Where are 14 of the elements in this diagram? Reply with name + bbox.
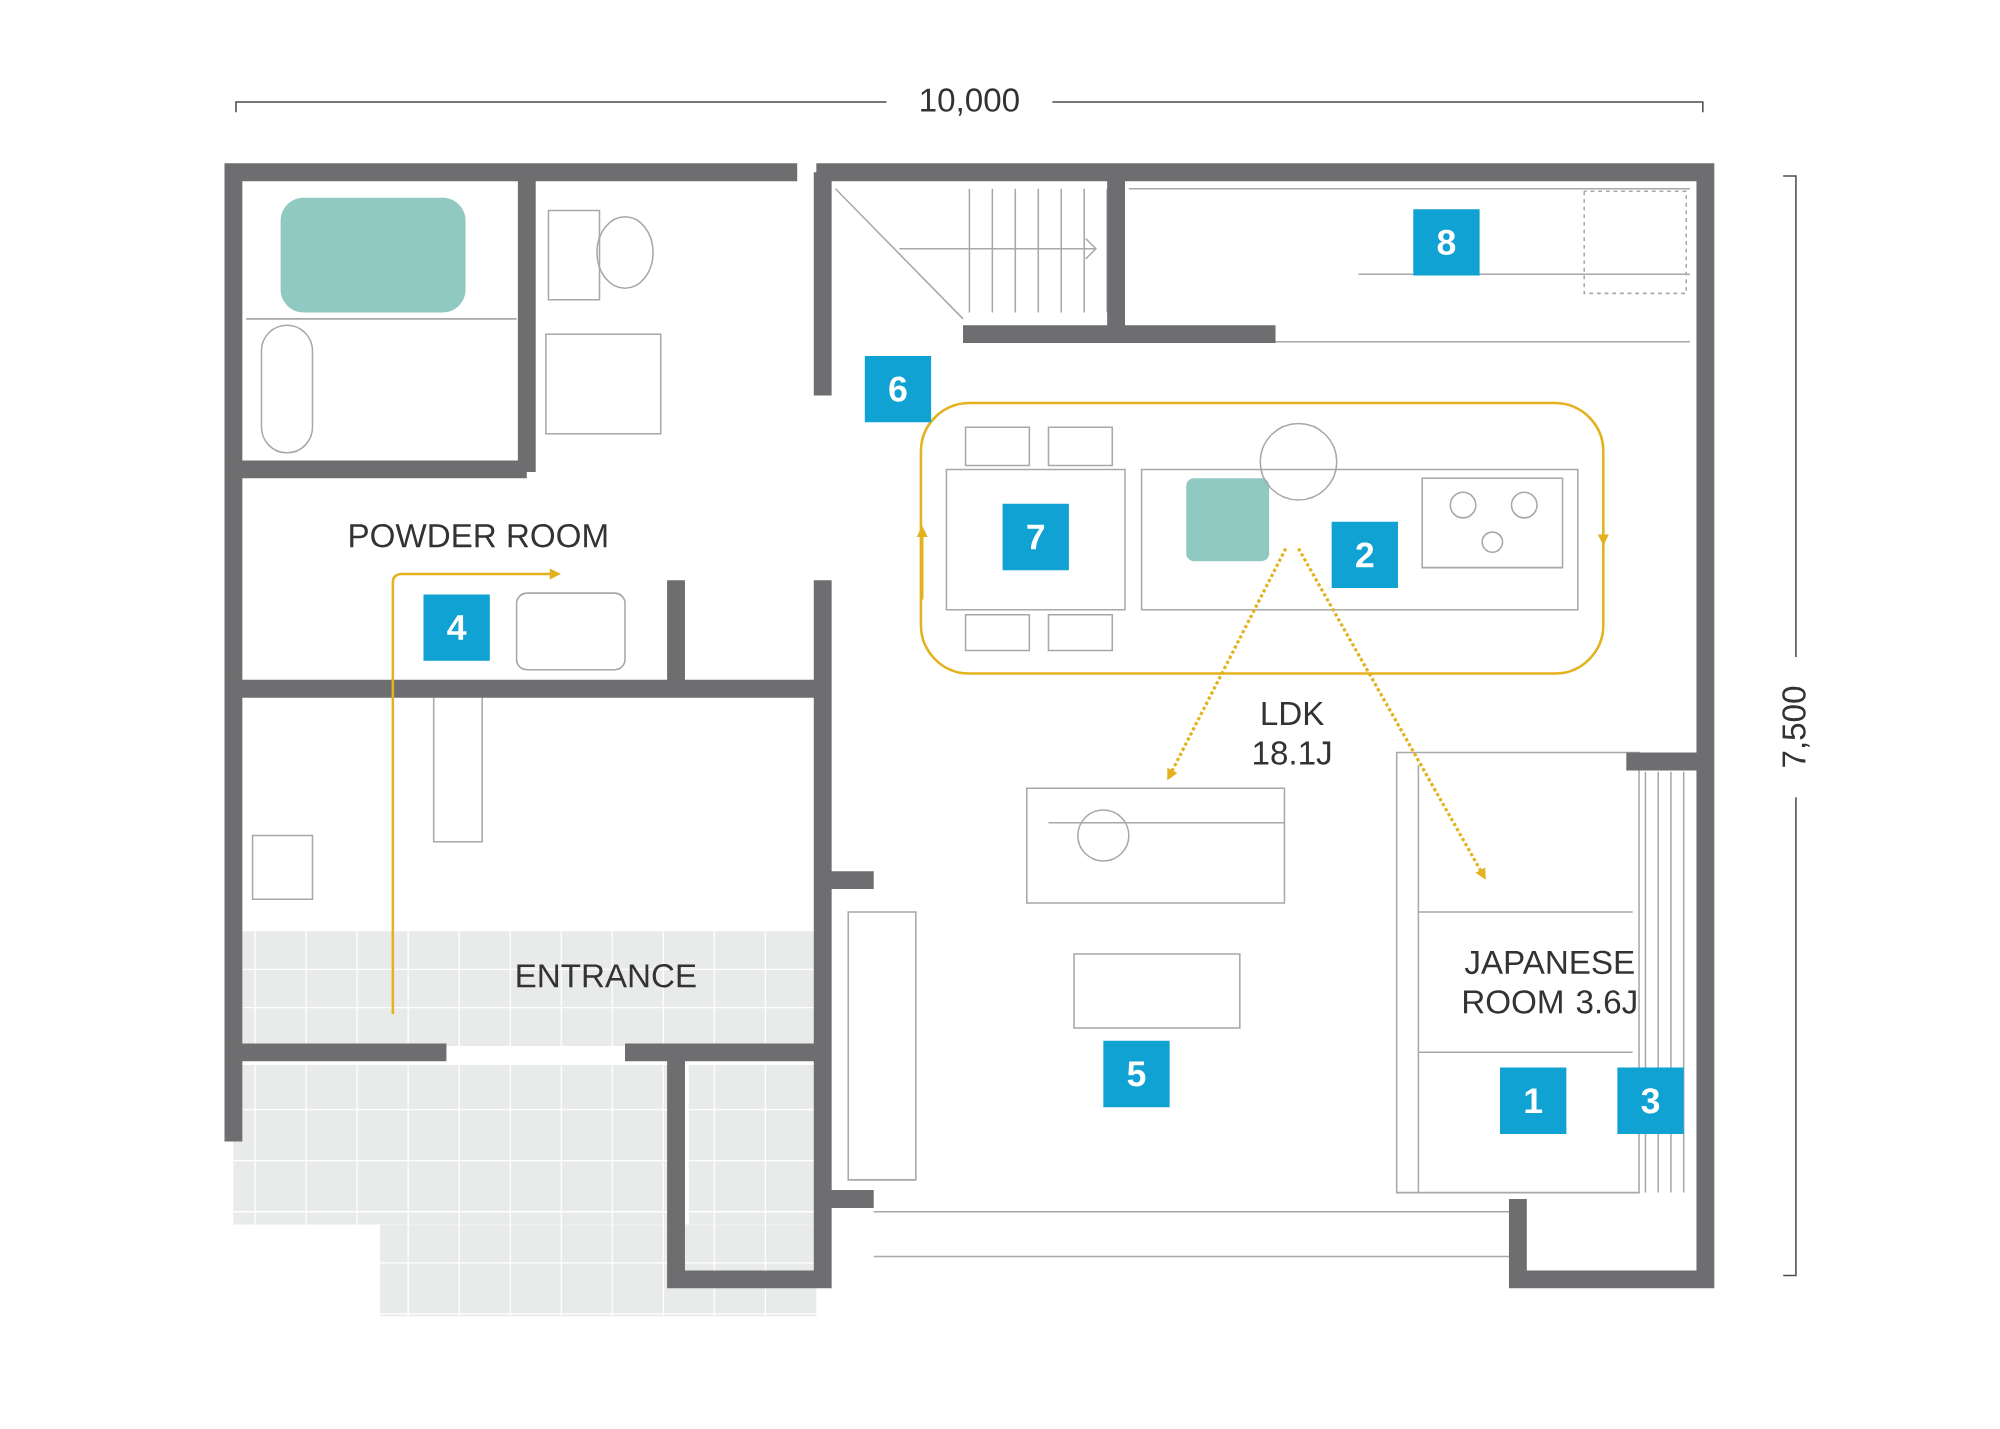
callout-number: 3 <box>1617 1067 1684 1135</box>
room-label: LDK 18.1J <box>1254 702 1331 765</box>
dimension-label: 7,500 <box>1782 687 1810 768</box>
dimension-label: 10,000 <box>921 88 1019 116</box>
room-label: JAPANESE ROOM 3.6J <box>1464 950 1636 1014</box>
callout-number: 7 <box>1002 504 1069 571</box>
callout-number: 6 <box>864 356 932 423</box>
room-label: ENTRANCE <box>517 964 696 988</box>
callout-number: 2 <box>1331 521 1398 589</box>
callout-number: 8 <box>1413 209 1480 276</box>
callout-number: 5 <box>1103 1041 1170 1108</box>
room-label: POWDER ROOM <box>350 524 607 548</box>
callout-number: 4 <box>423 594 490 661</box>
callout-number: 1 <box>1500 1067 1567 1135</box>
